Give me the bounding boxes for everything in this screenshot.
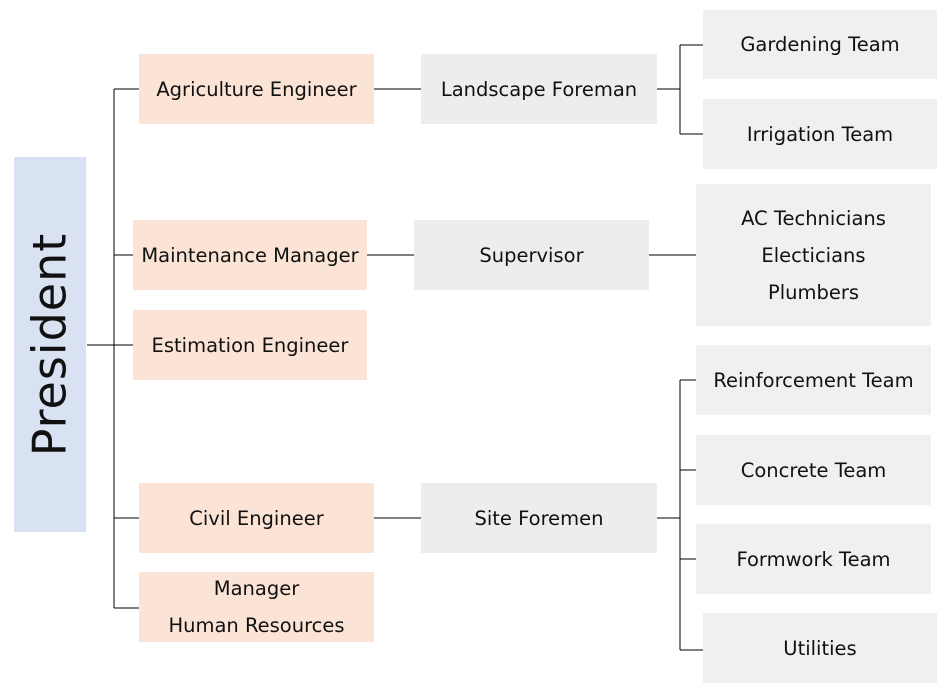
hr-manager-line1: Manager: [213, 577, 300, 600]
gardening-team-label: Gardening Team: [740, 33, 900, 56]
hr-manager-line2: Human Resources: [168, 614, 345, 637]
hr-manager-box: Manager Human Resources: [139, 572, 374, 642]
landscape-foreman-label: Landscape Foreman: [440, 77, 638, 101]
agriculture-engineer-box: Agriculture Engineer: [139, 54, 374, 124]
reinforcement-team-box: Reinforcement Team: [696, 345, 931, 415]
civil-engineer-box: Civil Engineer: [139, 483, 374, 553]
formwork-team-label: Formwork Team: [736, 547, 891, 571]
ac-technicians-label: AC Technicians: [741, 206, 886, 230]
estimation-engineer-label: Estimation Engineer: [151, 333, 349, 357]
maintenance-manager-label: Maintenance Manager: [141, 243, 359, 267]
site-foremen-label: Site Foremen: [474, 506, 604, 530]
civil-engineer-label: Civil Engineer: [189, 506, 324, 530]
maintenance-teams-box: AC Technicians Electicians Plumbers: [696, 184, 931, 326]
concrete-team-label: Concrete Team: [740, 458, 887, 482]
president-box: President: [14, 157, 86, 532]
formwork-team-box: Formwork Team: [696, 524, 931, 594]
utilities-box: Utilities: [703, 613, 937, 683]
estimation-engineer-box: Estimation Engineer: [133, 310, 367, 380]
gardening-team-box: Gardening Team: [703, 10, 937, 79]
reinforcement-team-label: Reinforcement Team: [713, 368, 914, 392]
supervisor-box: Supervisor: [414, 220, 649, 290]
irrigation-team-label: Irrigation Team: [746, 122, 894, 146]
maintenance-manager-box: Maintenance Manager: [133, 220, 367, 290]
utilities-label: Utilities: [783, 636, 857, 660]
supervisor-label: Supervisor: [479, 243, 584, 267]
plumbers-label: Plumbers: [767, 280, 860, 304]
concrete-team-box: Concrete Team: [696, 435, 931, 505]
site-foremen-box: Site Foremen: [421, 483, 657, 553]
president-label: President: [22, 232, 77, 457]
electicians-label: Electicians: [761, 243, 866, 267]
landscape-foreman-box: Landscape Foreman: [421, 54, 657, 124]
irrigation-team-box: Irrigation Team: [703, 99, 937, 169]
agriculture-engineer-label: Agriculture Engineer: [156, 77, 357, 101]
